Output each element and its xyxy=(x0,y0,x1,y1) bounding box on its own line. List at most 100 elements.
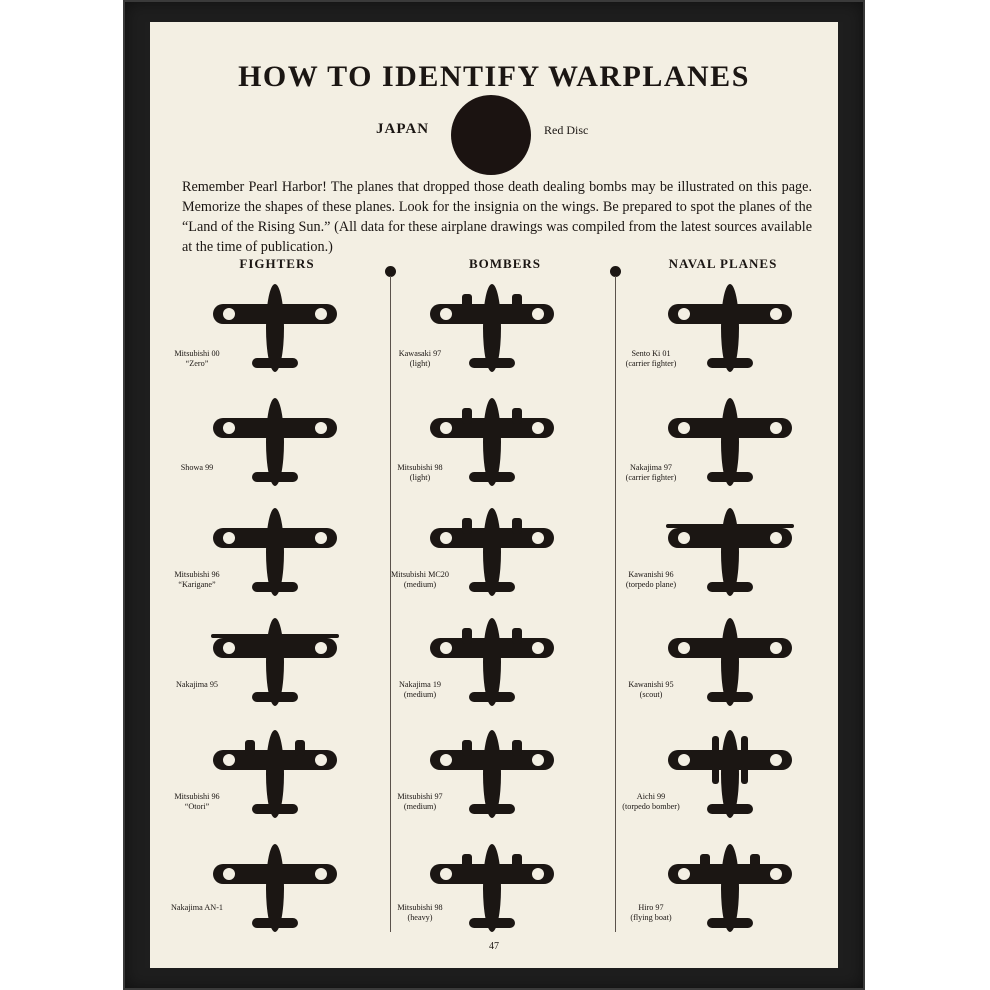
bomber-silhouette-icon xyxy=(422,280,562,378)
bomber-silhouette-icon xyxy=(422,394,562,492)
tailplane xyxy=(469,692,515,702)
plane-name: Mitsubishi 98 xyxy=(397,903,443,912)
engine xyxy=(462,408,472,424)
fighter-plane-silhouette-icon xyxy=(660,394,800,492)
plane-label: Mitsubishi 97(medium) xyxy=(375,792,465,812)
tailplane xyxy=(469,358,515,368)
float xyxy=(712,736,719,784)
engine xyxy=(462,628,472,644)
column-heading-naval-planes: NAVAL PLANES xyxy=(668,256,778,271)
engine xyxy=(462,854,472,870)
tailplane xyxy=(469,472,515,482)
fighter-plane-silhouette-icon xyxy=(205,840,345,938)
engine xyxy=(512,518,522,534)
twin-engine-plane-silhouette-icon xyxy=(422,614,562,712)
flying-boat-silhouette-icon xyxy=(660,840,800,938)
wing-insignia xyxy=(532,642,544,654)
plane-label: Mitsubishi 96“Otori” xyxy=(152,792,242,812)
wing-insignia xyxy=(678,868,690,880)
fighter-plane-silhouette-icon xyxy=(205,394,345,492)
wing xyxy=(668,304,792,324)
tailplane xyxy=(252,472,298,482)
plane-label: Kawanishi 95(scout) xyxy=(606,680,696,700)
plane-name: Kawanishi 95 xyxy=(628,680,674,689)
engine xyxy=(295,740,305,756)
plane-name: Mitsubishi MC20 xyxy=(390,570,449,579)
plane-name: Nakajima 95 xyxy=(175,680,219,689)
upper-wing xyxy=(211,634,339,638)
plane-name: Aichi 99 xyxy=(636,792,666,801)
wing-insignia xyxy=(532,532,544,544)
plane-label: Nakajima AN-1 xyxy=(152,903,242,913)
wing-insignia xyxy=(770,642,782,654)
wing-insignia xyxy=(678,754,690,766)
biplane-silhouette-icon xyxy=(660,504,800,602)
tailplane xyxy=(252,804,298,814)
plane-type: (carrier fighter) xyxy=(625,473,677,482)
wing xyxy=(668,638,792,658)
tailplane xyxy=(707,358,753,368)
wing-insignia xyxy=(315,754,327,766)
fighter-plane-silhouette-icon xyxy=(205,504,345,602)
plane-name: Hiro 97 xyxy=(638,903,664,912)
plane-name: Sento Ki 01 xyxy=(631,349,671,358)
wing-insignia xyxy=(678,422,690,434)
plane-type: (light) xyxy=(409,359,431,368)
fighter-plane-silhouette-icon xyxy=(660,280,800,378)
plane-name: Kawasaki 97 xyxy=(398,349,442,358)
tailplane xyxy=(707,804,753,814)
plane-label: Nakajima 97(carrier fighter) xyxy=(606,463,696,483)
engine xyxy=(462,518,472,534)
plane-label: Mitsubishi 96“Karigane” xyxy=(152,570,242,590)
engine xyxy=(512,408,522,424)
wing-insignia xyxy=(532,754,544,766)
upper-wing xyxy=(666,524,794,528)
engine xyxy=(512,854,522,870)
wing xyxy=(213,304,337,324)
twin-engine-plane-silhouette-icon xyxy=(422,504,562,602)
plane-name: Nakajima 19 xyxy=(398,680,442,689)
column-heading-fighters: FIGHTERS xyxy=(239,256,315,271)
plane-name: Kawanishi 96 xyxy=(628,570,674,579)
plane-label: Mitsubishi 98(light) xyxy=(375,463,465,483)
tailplane xyxy=(469,918,515,928)
divider-dot-icon xyxy=(385,266,396,277)
wing xyxy=(430,528,554,548)
plane-type: (carrier fighter) xyxy=(625,359,677,368)
wing xyxy=(213,528,337,548)
plane-label: Hiro 97(flying boat) xyxy=(606,903,696,923)
engine xyxy=(750,854,760,870)
tailplane xyxy=(469,804,515,814)
wing-insignia xyxy=(315,868,327,880)
wing xyxy=(213,638,337,658)
wing-insignia xyxy=(315,642,327,654)
wing xyxy=(430,750,554,770)
wing xyxy=(213,864,337,884)
plane-type: “Zero” xyxy=(185,359,209,368)
engine xyxy=(512,294,522,310)
float xyxy=(741,736,748,784)
wing-insignia xyxy=(770,308,782,320)
fighter-plane-silhouette-icon xyxy=(205,280,345,378)
wing-insignia xyxy=(223,754,235,766)
wing-insignia xyxy=(678,308,690,320)
wing xyxy=(668,528,792,548)
wing-insignia xyxy=(223,532,235,544)
wing xyxy=(668,418,792,438)
wing-insignia xyxy=(440,868,452,880)
wing-insignia xyxy=(678,642,690,654)
twin-engine-plane-silhouette-icon xyxy=(205,726,345,824)
tailplane xyxy=(707,472,753,482)
plane-label: Nakajima 95 xyxy=(152,680,242,690)
plane-name: Mitsubishi 96 xyxy=(174,570,220,579)
wing xyxy=(213,418,337,438)
red-disc-insignia-icon xyxy=(451,95,531,175)
tailplane xyxy=(252,582,298,592)
plane-type: (medium) xyxy=(403,802,437,811)
plane-name: Mitsubishi 98 xyxy=(397,463,443,472)
plane-name: Nakajima AN-1 xyxy=(170,903,224,912)
biplane-silhouette-icon xyxy=(205,614,345,712)
tailplane xyxy=(707,582,753,592)
plane-label: Nakajima 19(medium) xyxy=(375,680,465,700)
plane-name: Nakajima 97 xyxy=(629,463,673,472)
